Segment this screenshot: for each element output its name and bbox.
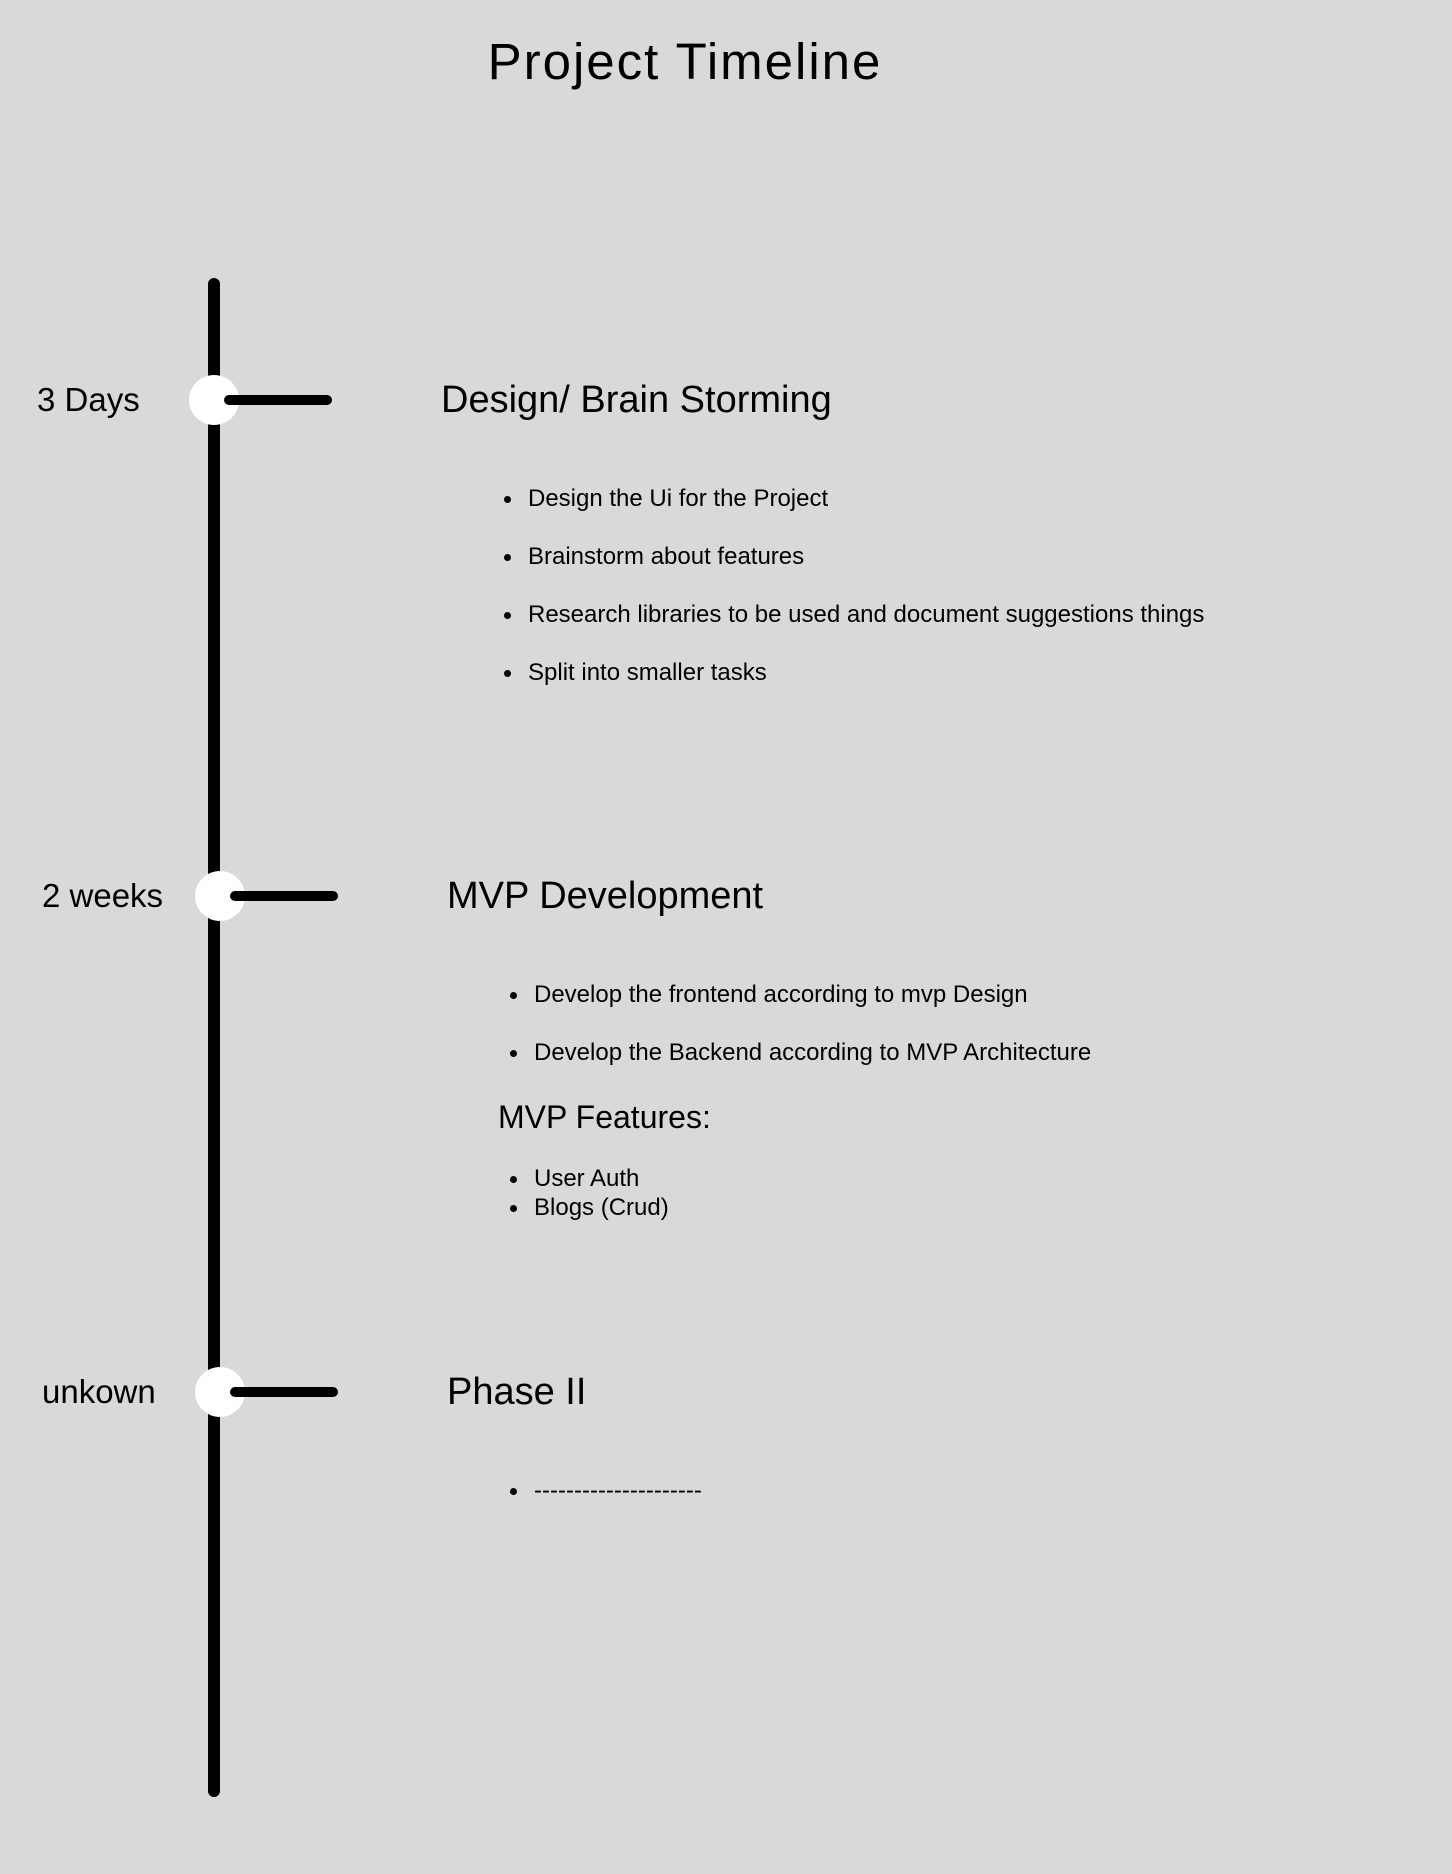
list-item: Blogs (Crud): [510, 1193, 934, 1222]
list-item: Develop the Backend according to MVP Arc…: [510, 1038, 1234, 1067]
page-title: Project Timeline: [487, 33, 883, 90]
task-text: Brainstorm about features: [528, 543, 805, 570]
task-text: Develop the Backend according to MVP Arc…: [534, 1039, 1092, 1066]
task-text: Develop the frontend according to mvp De…: [534, 981, 1028, 1008]
bullet-icon: [510, 1176, 517, 1183]
list-item: Brainstorm about features: [504, 542, 1208, 571]
timeline-axis: [208, 278, 220, 1797]
bullet-icon: [510, 1050, 517, 1057]
phase-3-duration: unkown: [42, 1373, 156, 1410]
bullet-icon: [510, 992, 517, 999]
phase-1-title: Design/ Brain Storming: [441, 379, 832, 421]
phase-1-connector: [224, 395, 332, 405]
list-item: ---------------------: [510, 1476, 934, 1505]
list-item: User Auth: [510, 1164, 934, 1193]
feature-text: User Auth: [534, 1165, 640, 1192]
phase-1-task-list: Design the Ui for the Project Brainstorm…: [504, 484, 1208, 716]
bullet-icon: [504, 612, 511, 619]
bullet-icon: [504, 670, 511, 677]
phase-2-duration: 2 weeks: [42, 877, 164, 914]
list-item: Design the Ui for the Project: [504, 484, 1208, 513]
list-item: Develop the frontend according to mvp De…: [510, 980, 1234, 1009]
phase-2-connector: [230, 891, 338, 901]
task-text: Design the Ui for the Project: [528, 485, 829, 512]
phase-2-title: MVP Development: [447, 875, 764, 917]
list-item: Split into smaller tasks: [504, 658, 1208, 687]
bullet-icon: [504, 554, 511, 561]
phase-1-duration: 3 Days: [37, 381, 140, 418]
task-text: Split into smaller tasks: [528, 659, 767, 686]
feature-text: Blogs (Crud): [534, 1194, 669, 1221]
bullet-icon: [510, 1488, 517, 1495]
phase-3-title: Phase II: [447, 1371, 587, 1413]
phase-3-task-list: ---------------------: [510, 1476, 934, 1534]
bullet-icon: [504, 496, 511, 503]
mvp-features-heading: MVP Features:: [498, 1099, 711, 1135]
phase-3-connector: [230, 1387, 338, 1397]
phase-2-task-list: Develop the frontend according to mvp De…: [510, 980, 1234, 1096]
mvp-features-list: User Auth Blogs (Crud): [510, 1164, 934, 1222]
list-item: Research libraries to be used and docume…: [504, 600, 1208, 629]
task-text: Research libraries to be used and docume…: [528, 601, 1205, 628]
bullet-icon: [510, 1205, 517, 1212]
task-text: ---------------------: [534, 1477, 702, 1504]
